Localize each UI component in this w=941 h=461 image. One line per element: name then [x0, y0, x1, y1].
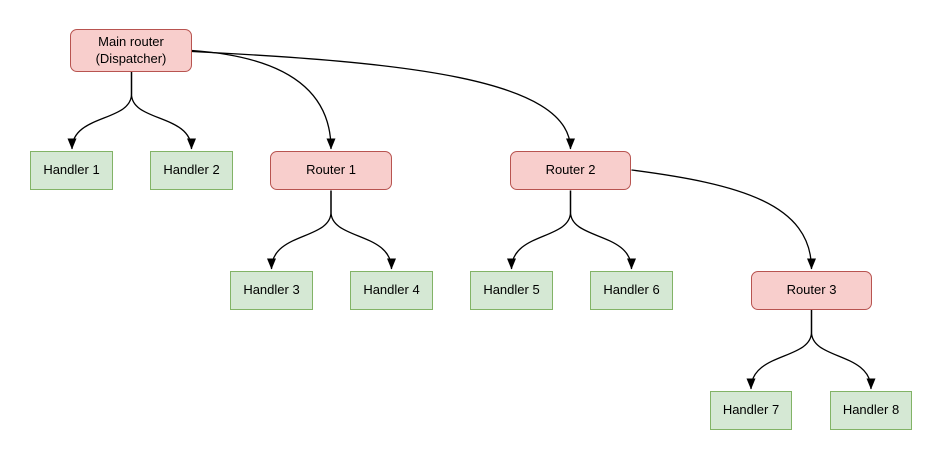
edge-router1-to-handler4 [330, 190, 396, 270]
node-handler-5: Handler 5 [470, 271, 553, 310]
edge-router2-to-router3 [631, 169, 816, 270]
edge-router1-to-handler3 [267, 190, 332, 270]
node-handler-2: Handler 2 [150, 151, 233, 190]
node-main-router: Main router (Dispatcher) [70, 29, 192, 72]
node-handler-3: Handler 3 [230, 271, 313, 310]
node-handler-4: Handler 4 [350, 271, 433, 310]
edge-router2-to-handler6 [569, 190, 636, 270]
node-handler-8: Handler 8 [830, 391, 912, 430]
edge-main-to-router1 [191, 49, 336, 150]
edge-router2-to-handler5 [507, 190, 572, 270]
node-router-2: Router 2 [510, 151, 631, 190]
edge-main-to-handler2 [130, 72, 196, 150]
node-router-1: Router 1 [270, 151, 392, 190]
edge-main-to-router2 [191, 50, 575, 150]
edge-main-to-handler1 [67, 72, 133, 150]
edge-router3-to-handler8 [810, 310, 876, 390]
node-handler-6: Handler 6 [590, 271, 673, 310]
node-handler-1: Handler 1 [30, 151, 113, 190]
node-router-3: Router 3 [751, 271, 872, 310]
node-handler-7: Handler 7 [710, 391, 792, 430]
edge-router3-to-handler7 [746, 310, 813, 390]
